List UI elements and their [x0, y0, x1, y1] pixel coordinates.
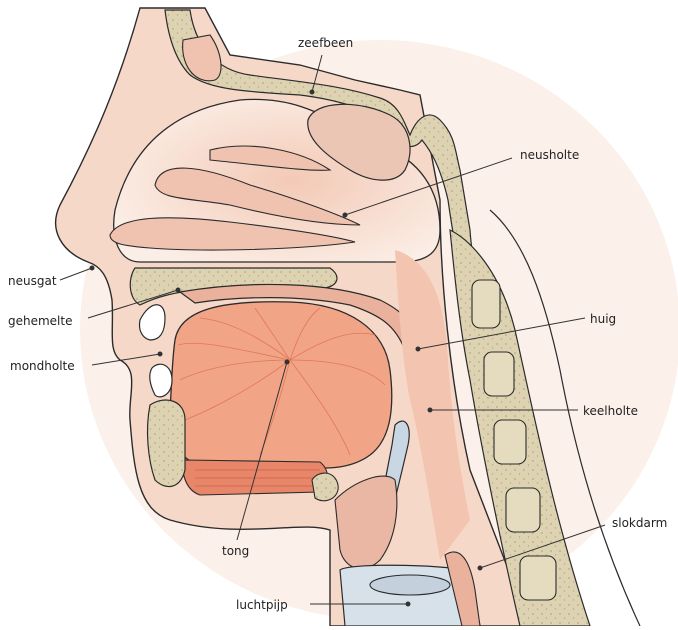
frontal-sinus	[182, 34, 222, 82]
label-neusgat: neusgat	[8, 274, 57, 288]
leader-huig	[417, 317, 586, 350]
leader-tong	[236, 361, 288, 541]
tongue-fibres	[177, 307, 386, 456]
turbinate-middle	[154, 167, 361, 226]
label-slokdarm: slokdarm	[612, 516, 667, 530]
tracheal-ring	[369, 574, 451, 596]
hyoid-bone	[311, 472, 339, 502]
label-tong: tong	[222, 544, 249, 558]
leader-gehemelte	[87, 289, 179, 319]
upper-tooth	[138, 304, 166, 341]
spine-back-line	[489, 209, 641, 627]
leader-slokdarm	[479, 524, 606, 569]
leader-mondholte	[91, 353, 161, 366]
label-mondholte: mondholte	[10, 359, 75, 373]
turbinate-lower	[109, 217, 356, 251]
vertebrae	[471, 279, 557, 601]
leader-zeefbeen	[311, 54, 323, 93]
jaw-bone	[146, 399, 186, 488]
label-neusholte: neusholte	[520, 148, 579, 162]
sphenoid-sinus	[307, 103, 411, 181]
label-gehemelte: gehemelte	[8, 314, 72, 328]
pharynx	[395, 250, 470, 560]
leader-lines	[59, 54, 606, 607]
leader-neusgat	[59, 267, 93, 281]
muscle-lines	[195, 469, 322, 487]
label-zeefbeen: zeefbeen	[298, 36, 353, 50]
label-huig: huig	[590, 312, 616, 326]
label-luchtpijp: luchtpijp	[236, 598, 288, 612]
turbinate-upper	[209, 145, 332, 171]
oesophagus	[444, 551, 481, 627]
leader-neusholte	[344, 157, 513, 216]
floor-muscle	[182, 459, 329, 496]
label-keelholte: keelholte	[583, 404, 638, 418]
lower-tooth	[149, 363, 173, 398]
